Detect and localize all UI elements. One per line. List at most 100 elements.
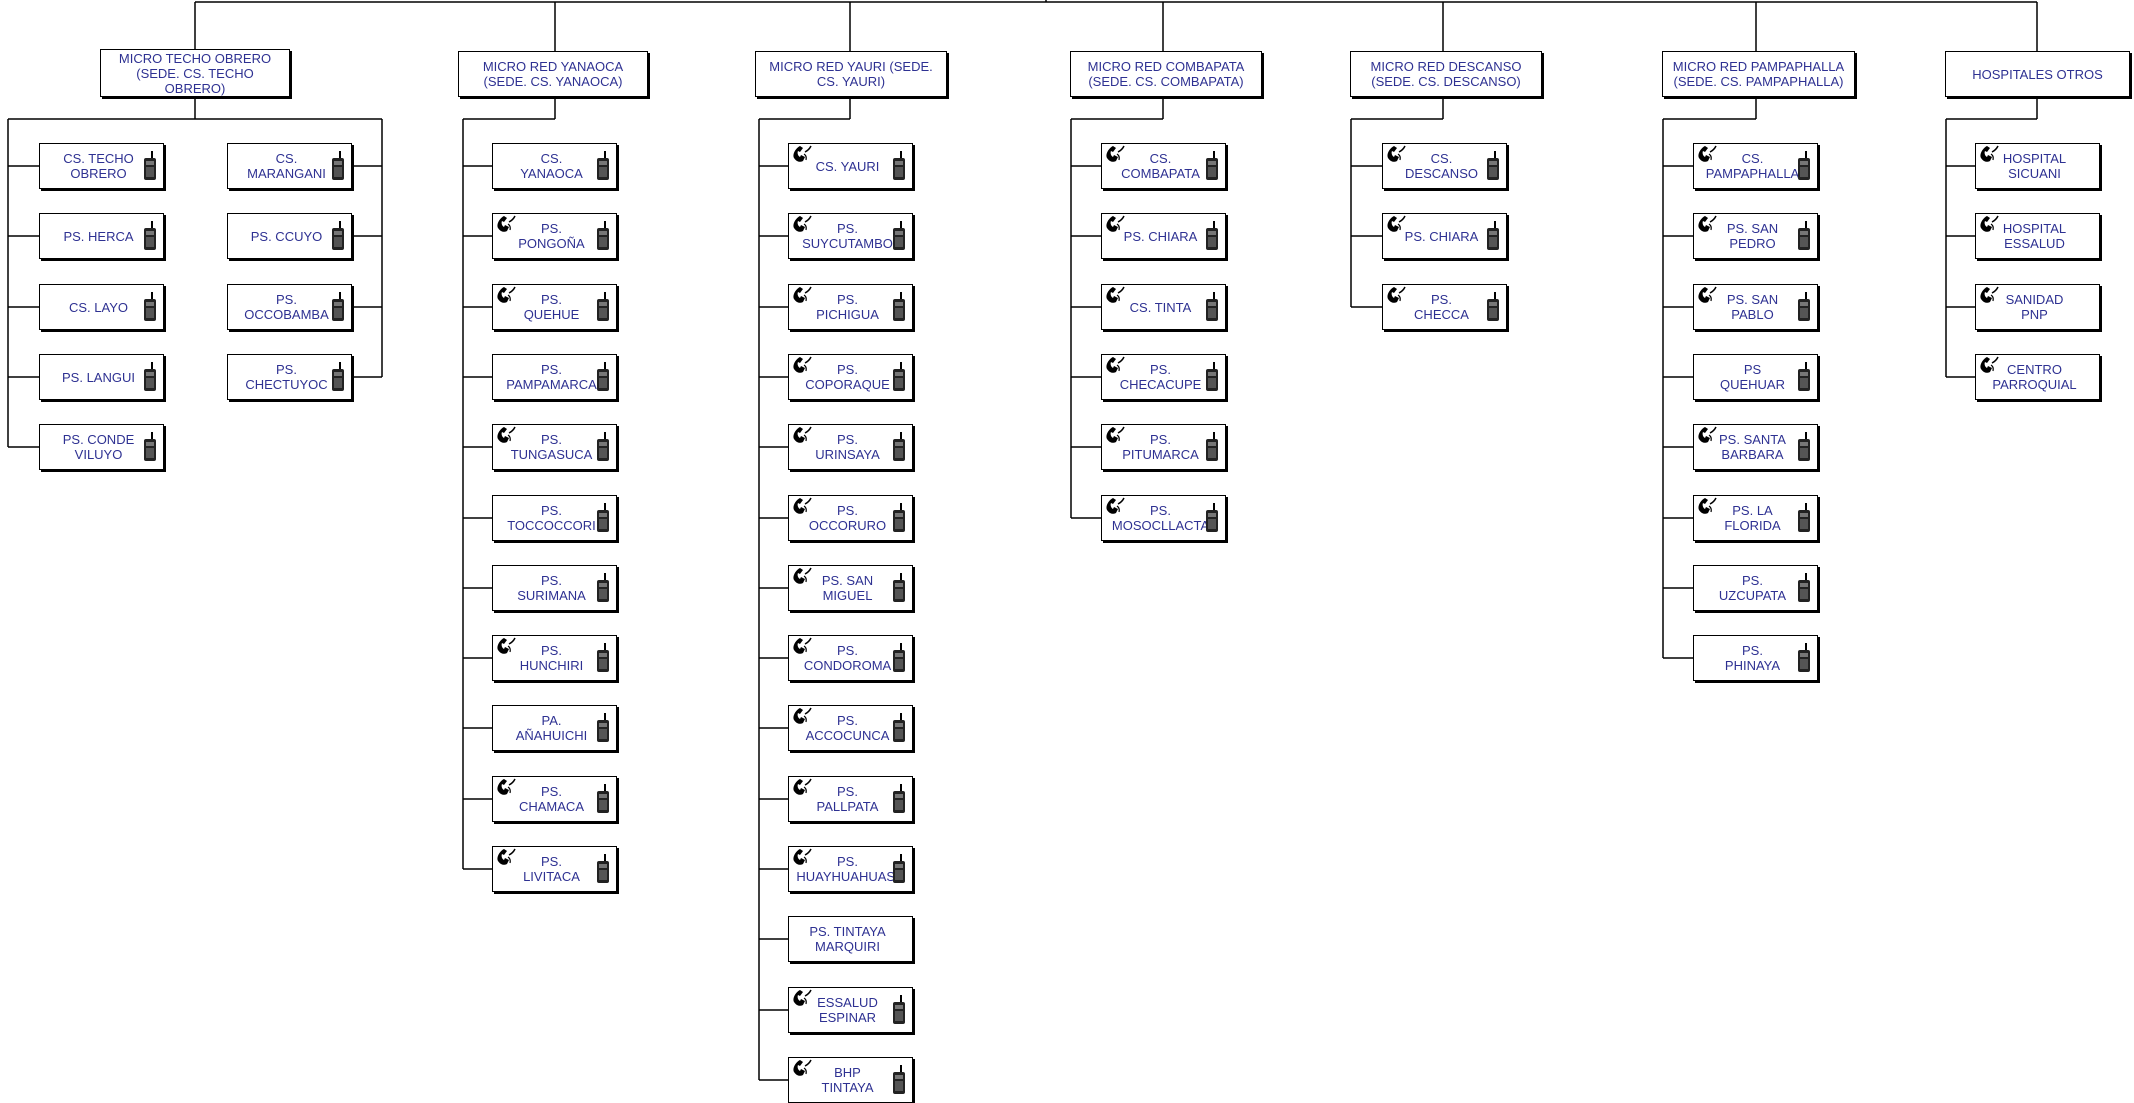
walkie-talkie-icon <box>1796 221 1812 251</box>
station-cs-combapata[interactable]: CS. COMBAPATA <box>1101 143 1226 189</box>
station-ps-quehuar[interactable]: PS QUEHUAR <box>1693 354 1818 400</box>
station-label: PS. PALLPATA <box>816 784 879 814</box>
station-label: PA. AÑAHUICHI <box>515 713 588 743</box>
station-label: PS. PHINAYA <box>1724 643 1781 673</box>
group-header-micro-techo-obrero-sede-cs-techo-obrero[interactable]: MICRO TECHO OBRERO (SEDE. CS. TECHO OBRE… <box>100 49 290 97</box>
station-ps-hunchiri[interactable]: PS. HUNCHIRI <box>492 635 617 681</box>
station-cs-pampaphalla[interactable]: CS. PAMPAPHALLA <box>1693 143 1818 189</box>
station-label: PS. HUAYHUAHUASI <box>796 854 899 884</box>
station-label: PS. TOCCOCCORI <box>507 503 596 533</box>
station-ps-chiara[interactable]: PS. CHIARA <box>1382 213 1507 259</box>
group-header-micro-red-pampaphalla-sede-cs-pampaphalla[interactable]: MICRO RED PAMPAPHALLA (SEDE. CS. PAMPAPH… <box>1662 51 1855 97</box>
group-header-label: MICRO RED COMBAPATA (SEDE. CS. COMBAPATA… <box>1087 59 1245 89</box>
station-label: PS. MOSOCLLACTA <box>1111 503 1210 533</box>
station-ps-chamaca[interactable]: PS. CHAMACA <box>492 776 617 822</box>
station-label: HOSPITAL ESSALUD <box>2002 221 2067 251</box>
station-ps-condoroma[interactable]: PS. CONDOROMA <box>788 635 913 681</box>
station-cs-yanaoca[interactable]: CS. YANAOCA <box>492 143 617 189</box>
station-ps-coporaque[interactable]: PS. COPORAQUE <box>788 354 913 400</box>
station-ps-occoruro[interactable]: PS. OCCORURO <box>788 495 913 541</box>
station-cs-descanso[interactable]: CS. DESCANSO <box>1382 143 1507 189</box>
station-ps-uzcupata[interactable]: PS. UZCUPATA <box>1693 565 1818 611</box>
group-header-micro-red-yanaoca-sede-cs-yanaoca[interactable]: MICRO RED YANAOCA (SEDE. CS. YANAOCA) <box>458 51 648 97</box>
station-ps-surimana[interactable]: PS. SURIMANA <box>492 565 617 611</box>
walkie-talkie-icon <box>1204 151 1220 181</box>
station-ps-chiara[interactable]: PS. CHIARA <box>1101 213 1226 259</box>
telephone-handset-icon <box>791 706 813 726</box>
station-ps-pampamarca[interactable]: PS. PAMPAMARCA <box>492 354 617 400</box>
station-centro-parroquial[interactable]: CENTRO PARROQUIAL <box>1975 354 2100 400</box>
station-ps-la-florida[interactable]: PS. LA FLORIDA <box>1693 495 1818 541</box>
station-ps-san-pedro[interactable]: PS. SAN PEDRO <box>1693 213 1818 259</box>
walkie-talkie-icon <box>142 221 158 251</box>
group-header-hospitales-otros[interactable]: HOSPITALES OTROS <box>1945 51 2130 97</box>
walkie-talkie-icon <box>1204 221 1220 251</box>
station-cs-tinta[interactable]: CS. TINTA <box>1101 284 1226 330</box>
station-ps-langui[interactable]: PS. LANGUI <box>39 354 164 400</box>
telephone-handset-icon <box>1104 496 1126 516</box>
station-ps-ccuyo[interactable]: PS. CCUYO <box>227 213 352 259</box>
station-hospital-sicuani[interactable]: HOSPITAL SICUANI <box>1975 143 2100 189</box>
telephone-handset-icon <box>791 1058 813 1078</box>
station-hospital-essalud[interactable]: HOSPITAL ESSALUD <box>1975 213 2100 259</box>
station-ps-pongo-a[interactable]: PS. PONGOÑA <box>492 213 617 259</box>
station-ps-san-miguel[interactable]: PS. SAN MIGUEL <box>788 565 913 611</box>
station-label: CS. LAYO <box>68 299 128 315</box>
station-label: PS. PONGOÑA <box>518 221 585 251</box>
walkie-talkie-icon <box>595 151 611 181</box>
station-label: PS. TUNGASUCA <box>510 432 593 462</box>
station-ps-toccoccori[interactable]: PS. TOCCOCCORI <box>492 495 617 541</box>
station-label: BHP TINTAYA <box>821 1065 874 1095</box>
station-cs-layo[interactable]: CS. LAYO <box>39 284 164 330</box>
walkie-talkie-icon <box>595 854 611 884</box>
walkie-talkie-icon <box>891 784 907 814</box>
station-ps-accocunca[interactable]: PS. ACCOCUNCA <box>788 705 913 751</box>
walkie-talkie-icon <box>595 713 611 743</box>
station-ps-tintaya-marquiri[interactable]: PS. TINTAYA MARQUIRI <box>788 916 913 962</box>
telephone-handset-icon <box>1385 144 1407 164</box>
station-essalud-espinar[interactable]: ESSALUD ESPINAR <box>788 987 913 1033</box>
station-ps-checacupe[interactable]: PS. CHECACUPE <box>1101 354 1226 400</box>
station-ps-conde-viluyo[interactable]: PS. CONDE VILUYO <box>39 424 164 470</box>
telephone-handset-icon <box>495 636 517 656</box>
station-label: PS. CHECCA <box>1414 292 1469 322</box>
station-cs-marangani[interactable]: CS. MARANGANI <box>227 143 352 189</box>
station-label: CENTRO PARROQUIAL <box>1992 362 2077 392</box>
station-ps-occobamba[interactable]: PS. OCCOBAMBA <box>227 284 352 330</box>
group-header-micro-red-yauri-sede-cs-yauri[interactable]: MICRO RED YAURI (SEDE. CS. YAURI) <box>755 51 947 97</box>
telephone-handset-icon <box>1385 285 1407 305</box>
station-cs-yauri[interactable]: CS. YAURI <box>788 143 913 189</box>
station-pa-a-ahuichi[interactable]: PA. AÑAHUICHI <box>492 705 617 751</box>
station-ps-mosocllacta[interactable]: PS. MOSOCLLACTA <box>1101 495 1226 541</box>
station-ps-pichigua[interactable]: PS. PICHIGUA <box>788 284 913 330</box>
station-ps-pallpata[interactable]: PS. PALLPATA <box>788 776 913 822</box>
station-label: PS. PITUMARCA <box>1122 432 1199 462</box>
station-ps-huayhuahuasi[interactable]: PS. HUAYHUAHUASI <box>788 846 913 892</box>
station-cs-techo-obrero[interactable]: CS. TECHO OBRERO <box>39 143 164 189</box>
station-ps-suycutambo[interactable]: PS. SUYCUTAMBO <box>788 213 913 259</box>
station-label: PS. PICHIGUA <box>816 292 879 322</box>
station-ps-checca[interactable]: PS. CHECCA <box>1382 284 1507 330</box>
station-ps-pitumarca[interactable]: PS. PITUMARCA <box>1101 424 1226 470</box>
walkie-talkie-icon <box>1204 362 1220 392</box>
station-ps-livitaca[interactable]: PS. LIVITACA <box>492 846 617 892</box>
station-label: CS. DESCANSO <box>1405 151 1478 181</box>
station-label: PS. URINSAYA <box>815 432 880 462</box>
station-ps-santa-barbara[interactable]: PS. SANTA BARBARA <box>1693 424 1818 470</box>
station-ps-phinaya[interactable]: PS. PHINAYA <box>1693 635 1818 681</box>
group-header-micro-red-combapata-sede-cs-combapata[interactable]: MICRO RED COMBAPATA (SEDE. CS. COMBAPATA… <box>1070 51 1262 97</box>
group-header-micro-red-descanso-sede-cs-descanso[interactable]: MICRO RED DESCANSO (SEDE. CS. DESCANSO) <box>1350 51 1542 97</box>
station-label: PS. CHIARA <box>1404 228 1479 244</box>
group-header-label: MICRO RED YAURI (SEDE. CS. YAURI) <box>769 59 933 89</box>
station-ps-quehue[interactable]: PS. QUEHUE <box>492 284 617 330</box>
station-bhp-tintaya[interactable]: BHP TINTAYA <box>788 1057 913 1103</box>
walkie-talkie-icon <box>330 151 346 181</box>
station-label: CS. PAMPAPHALLA <box>1705 151 1800 181</box>
station-ps-urinsaya[interactable]: PS. URINSAYA <box>788 424 913 470</box>
station-ps-san-pablo[interactable]: PS. SAN PABLO <box>1693 284 1818 330</box>
station-ps-herca[interactable]: PS. HERCA <box>39 213 164 259</box>
station-ps-tungasuca[interactable]: PS. TUNGASUCA <box>492 424 617 470</box>
station-ps-chectuyoc[interactable]: PS. CHECTUYOC <box>227 354 352 400</box>
station-sanidad-pnp[interactable]: SANIDAD PNP <box>1975 284 2100 330</box>
